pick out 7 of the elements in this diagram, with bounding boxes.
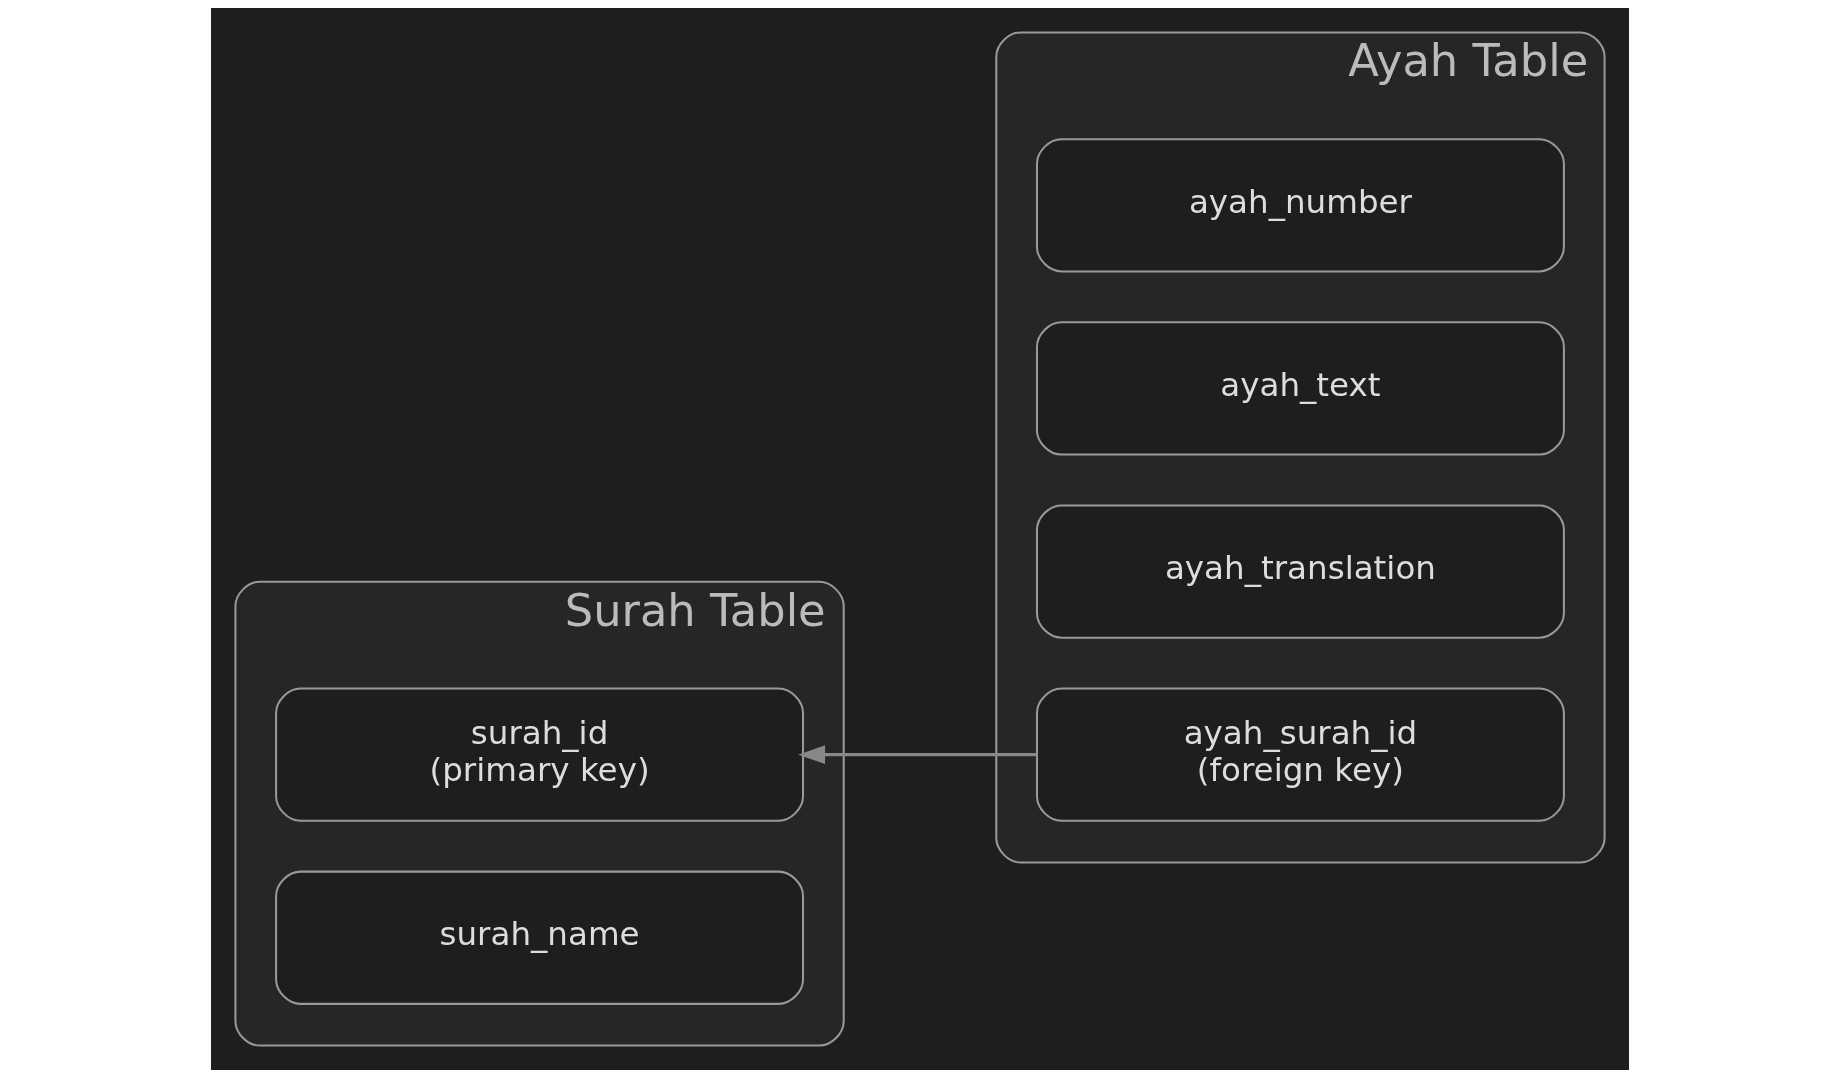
node-box: surah_id (primary key) [275,687,805,822]
node-box: ayah_text [1035,321,1565,456]
node-box: surah_name [275,870,805,1005]
arrow [798,745,1037,765]
node-box: ayah_number [1035,138,1565,273]
node-box: ayah_translation [1035,504,1565,639]
node-box: ayah_surah_id (foreign key) [1035,687,1565,822]
